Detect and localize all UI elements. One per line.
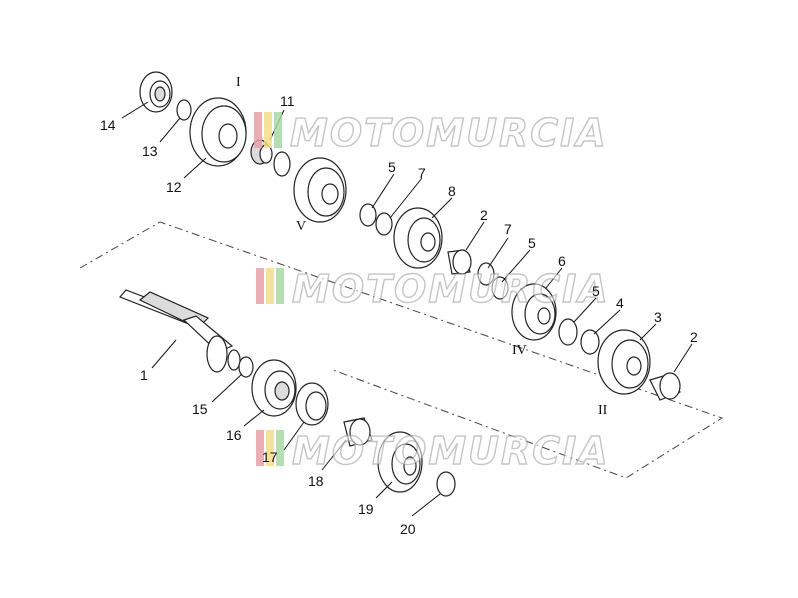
washer-7a [375, 212, 393, 236]
watermark-text: MOTOMURCIA [292, 429, 610, 473]
watermark-stripe-3 [274, 112, 282, 148]
seal-17 [295, 382, 329, 426]
gear-v [293, 157, 347, 223]
sprocket-19 [377, 431, 423, 493]
gear-label-ii: II [598, 403, 608, 418]
callout-5-lower: 5 [592, 283, 600, 299]
callout-14: 14 [100, 117, 116, 133]
watermark-top: MOTOMURCIA [254, 110, 608, 156]
gear-8 [393, 207, 443, 269]
washer-7b [477, 262, 495, 286]
spacer-18 [343, 417, 373, 447]
bushing-2a [447, 249, 472, 275]
washer-13 [176, 99, 192, 121]
watermark-text: MOTOMURCIA [290, 111, 608, 155]
callout-13: 13 [142, 143, 158, 159]
callout-15: 15 [192, 401, 208, 417]
main-shaft [118, 289, 241, 373]
watermark-stripe-3 [276, 268, 284, 304]
gear-iv [511, 283, 557, 341]
watermark-stripe-1 [256, 430, 264, 466]
callout-4: 4 [616, 295, 624, 311]
callout-3: 3 [654, 309, 662, 325]
callout-20: 20 [400, 521, 416, 537]
callout-19: 19 [358, 501, 374, 517]
assembly-outline [79, 221, 724, 479]
watermark-stripe-2 [264, 112, 272, 148]
bearing-16 [251, 359, 297, 417]
watermark-stripe-1 [256, 268, 264, 304]
callout-1: 1 [140, 367, 148, 383]
circlip-5a [359, 203, 377, 227]
washer-v [273, 151, 291, 177]
watermark-text: MOTOMURCIA [292, 267, 610, 311]
callout-16: 16 [226, 427, 242, 443]
callout-5-middle: 5 [528, 235, 536, 251]
callout-8: 8 [448, 183, 456, 199]
gear-label-iv: IV [512, 343, 527, 358]
circlip-5c [558, 318, 578, 346]
watermark-stripe-2 [266, 268, 274, 304]
washer-15 [238, 356, 254, 378]
callout-11: 11 [280, 93, 295, 109]
callout-6: 6 [558, 253, 566, 269]
watermark-bottom: MOTOMURCIA [256, 428, 610, 474]
circlip-20 [436, 471, 456, 497]
watermark-stripe-1 [254, 112, 262, 148]
watermark-stripe-2 [266, 430, 274, 466]
callout-2-middle: 2 [480, 207, 488, 223]
watermark-middle: MOTOMURCIA [256, 266, 610, 312]
gear-label-v: V [296, 219, 306, 234]
callout-2-lower: 2 [690, 329, 698, 345]
bearing-14 [139, 71, 173, 113]
callout-17: 17 [262, 449, 278, 465]
circlip-5b [491, 276, 509, 300]
washer-4 [580, 329, 600, 355]
callout-18: 18 [308, 473, 324, 489]
bushing-2b [649, 372, 681, 401]
callout-7-upper: 7 [418, 165, 426, 181]
callout-7-middle: 7 [504, 221, 512, 237]
watermark-stripe-3 [276, 430, 284, 466]
gear-12 [189, 97, 247, 167]
gear-label-i: I [236, 75, 241, 90]
gear-ii [597, 329, 651, 395]
leader-lines [121, 101, 693, 517]
callout-12: 12 [166, 179, 182, 195]
callout-5-upper: 5 [388, 159, 396, 175]
